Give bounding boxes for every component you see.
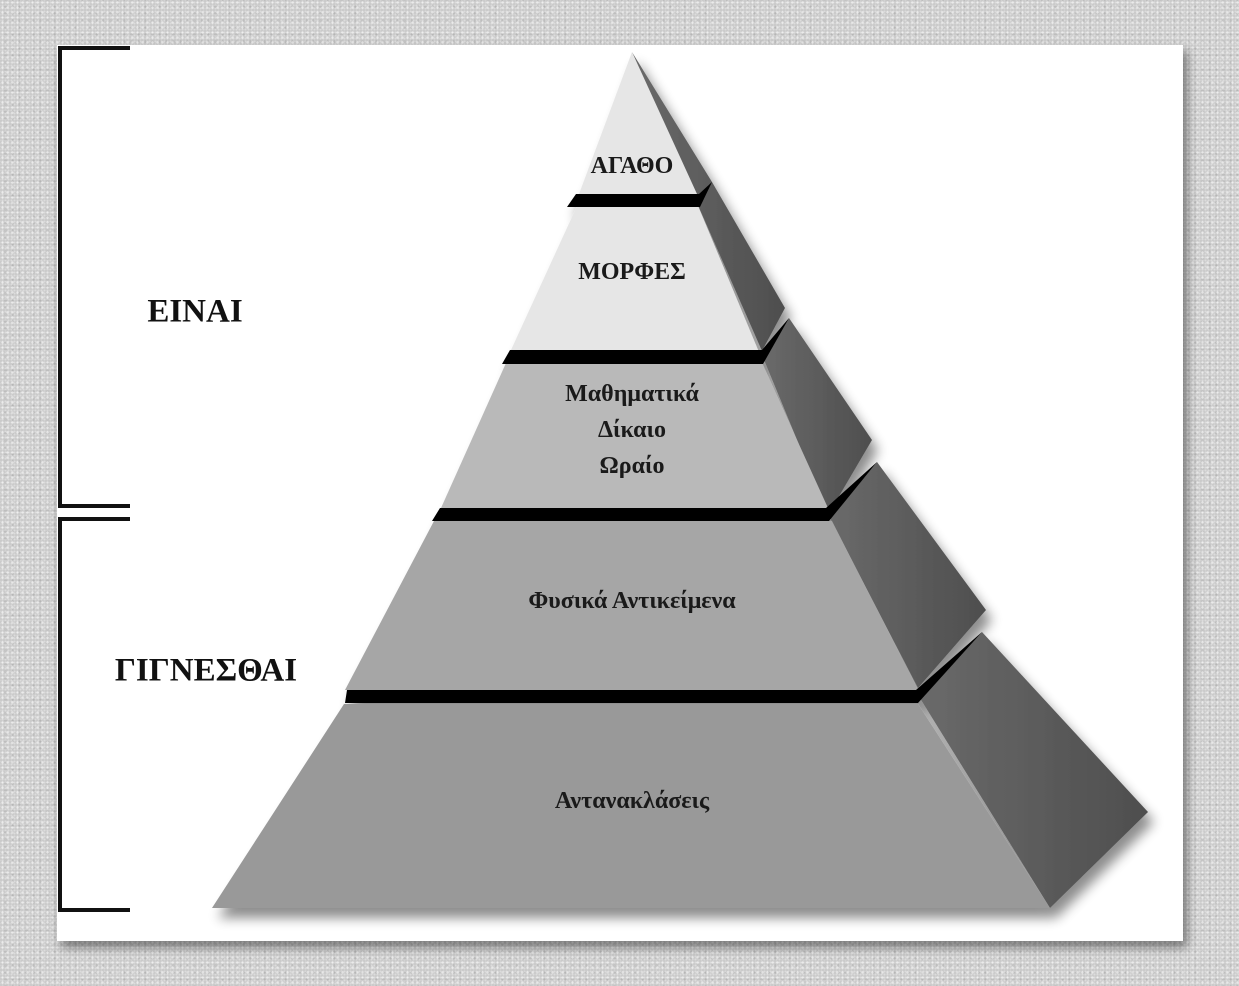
side-face-upper [762,318,872,515]
bracket-gignesthai [58,517,130,912]
side-face-top [632,52,785,351]
tier-label-mathimatika-line3: Ωραίο [599,453,665,479]
tier-fysika-shape [345,521,918,690]
tier-label-fysika: Φυσικά Αντικείμενα [528,588,736,614]
side-face-middle [830,462,986,688]
tier-label-antanaklaseis: Αντανακλάσεις [554,788,710,814]
tier-morfes-shape [511,206,758,350]
group-label-gignesthai: ΓΙΓΝΕΣΘΑΙ [114,652,298,689]
tier-agatho-shape [579,52,697,194]
group-label-einai: ΕΙΝΑΙ [147,293,243,330]
tier-label-morfes: ΜΟΡΦΕΣ [578,259,686,285]
tier-mathimatika-shape [441,363,828,508]
separator-band-2 [502,318,789,364]
bracket-einai [58,46,130,508]
tier-antanaklaseis-shape [212,704,1050,908]
tier-label-agatho: ΑΓΑΘΟ [590,153,674,179]
side-face-base [918,632,1148,908]
tier-label-mathimatika-line1: Μαθηματικά [565,381,699,407]
tier-label-mathimatika-line2: Δίκαιο [598,417,666,443]
separator-band-1 [567,182,712,207]
separator-band-3 [432,462,877,521]
tier-label-mathimatika: Μαθηματικά Δίκαιο Ωραίο [565,376,699,484]
separator-band-4 [345,632,982,703]
